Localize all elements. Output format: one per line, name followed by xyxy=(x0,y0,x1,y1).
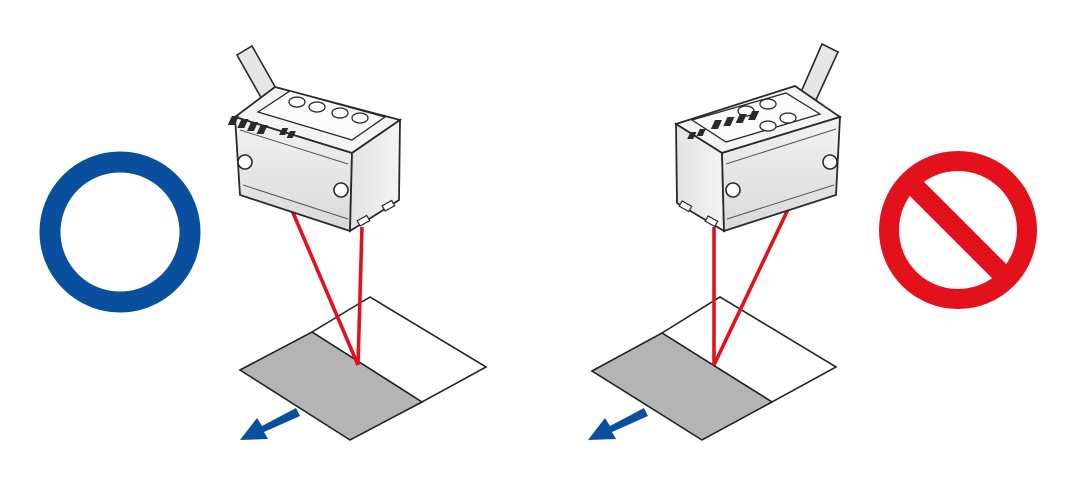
panel-incorrect xyxy=(588,42,1037,441)
laser-beam-left xyxy=(286,200,364,366)
sensor-cable xyxy=(799,42,840,102)
sensor-lens-window xyxy=(356,214,371,227)
laser-beam-right xyxy=(712,200,794,366)
sensor-button xyxy=(351,112,369,124)
circle-ok-icon xyxy=(39,151,201,313)
sensor-button xyxy=(759,98,777,110)
sensor-lens-window xyxy=(381,199,396,212)
motion-arrow-left xyxy=(240,408,300,440)
prohibited-icon xyxy=(879,151,1037,309)
motion-arrow-right xyxy=(588,408,648,440)
sensor-button xyxy=(759,120,777,132)
target-plate-left xyxy=(238,296,488,441)
target-dark-area xyxy=(590,332,774,441)
sensor-lens-window xyxy=(678,200,693,213)
sensor-button xyxy=(288,96,306,108)
sensor-button xyxy=(331,107,349,119)
mounting-hole-icon xyxy=(237,154,253,170)
target-dark-area xyxy=(238,331,424,441)
mounting-hole-icon xyxy=(822,154,838,170)
laser-sensor-right xyxy=(673,42,843,233)
sensor-front-face xyxy=(721,115,841,233)
sensor-segment-display xyxy=(687,111,760,139)
mounting-hole-icon xyxy=(725,182,741,198)
sensor-button xyxy=(308,101,326,113)
target-plate-right xyxy=(590,296,838,441)
sensor-button xyxy=(779,112,797,124)
mounting-hole-icon xyxy=(333,182,349,198)
panel-correct xyxy=(39,44,488,441)
laser-sensor-left xyxy=(227,44,403,233)
sensor-lens-window xyxy=(704,215,719,228)
sensor-segment-display xyxy=(227,116,296,138)
